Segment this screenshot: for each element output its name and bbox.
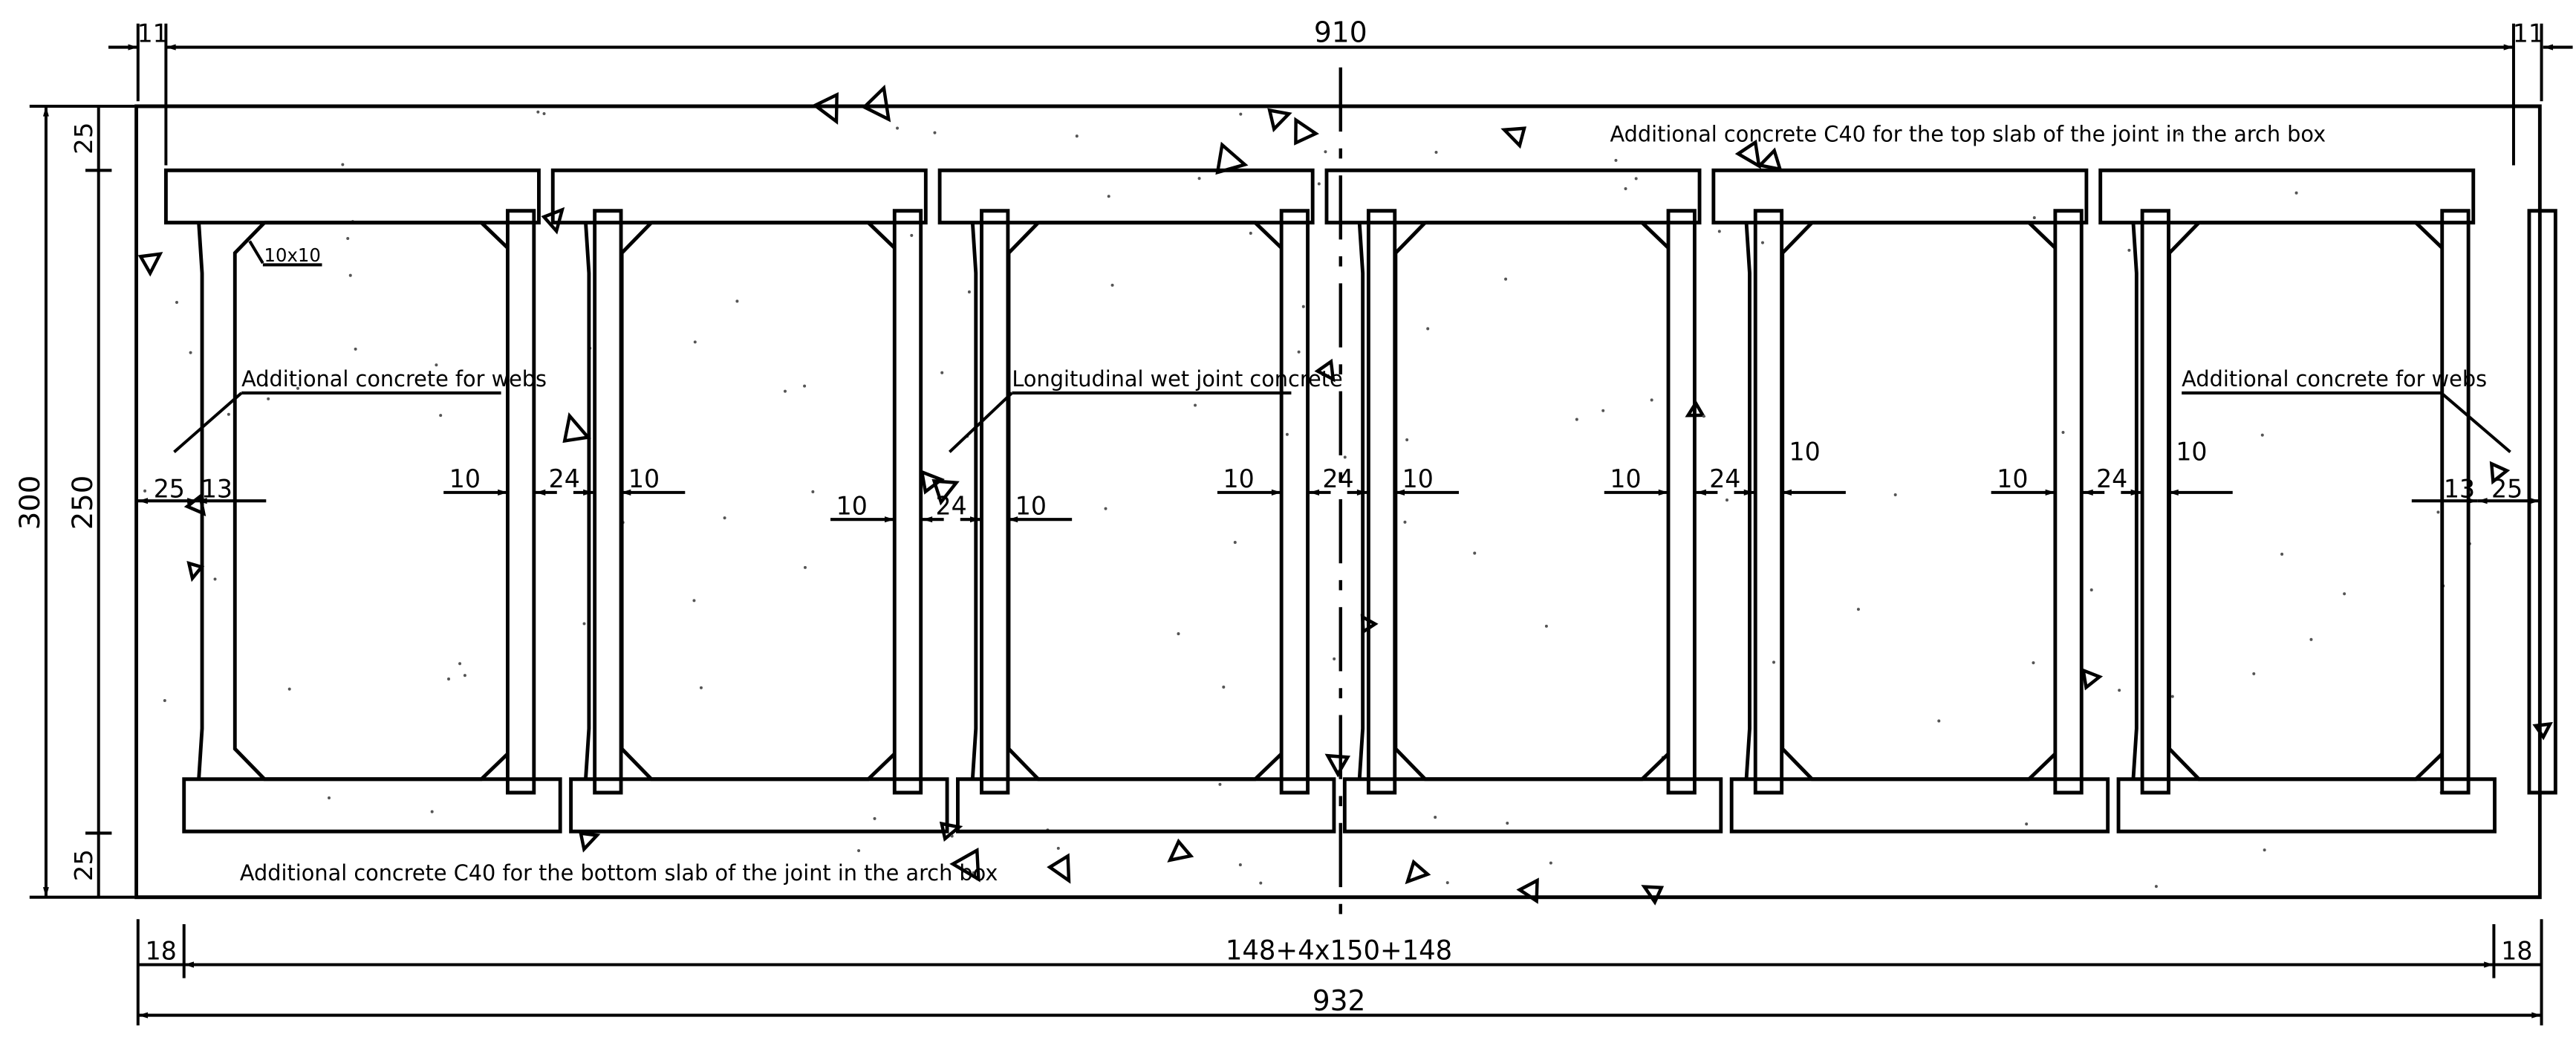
dim-chamfer: 10x10 [264,244,321,266]
dim-wet-joint-width: 24 [1322,464,1353,494]
dim-bottom-right-edge: 18 [2501,936,2532,966]
dim-web-thickness-right: 10 [628,464,660,494]
dim-wet-joint-width: 24 [2096,464,2127,494]
wet-joint-note: Longitudinal wet joint concrete [1012,366,1342,392]
dim-left-bottom: 25 [69,849,97,881]
top-slab-note: Additional concrete C40 for the top slab… [1610,121,2326,146]
annotation-texts: Additional concrete C40 for the top slab… [240,121,2487,886]
dim-web-thickness-left: 10 [1610,464,1641,494]
dim-top-left-edge: 11 [137,19,169,48]
dimension-texts: 910 11 11 300 25 250 25 148+4x150+148 18… [14,16,2544,1017]
dim-top-right-edge: 11 [2513,19,2544,48]
box-girders [163,168,2557,834]
dim-bottom-left-edge: 18 [146,936,177,966]
dim-web-thickness-left: 10 [449,464,481,494]
dimension-lines [29,23,2573,1026]
box-girder [163,168,623,834]
box-girder [1711,168,2170,834]
box-girder [937,168,1397,834]
dim-web-thickness-left: 10 [1997,464,2028,494]
dim-bottom-total: 932 [1313,984,1366,1017]
dim-joint-left-web: 25 [154,474,185,504]
dim-web-thickness-right: 10 [2176,437,2207,467]
dim-wet-joint-width: 24 [549,464,580,494]
dim-web-thickness-right: 10 [1015,491,1047,521]
dim-bottom-spacing: 148+4x150+148 [1226,935,1452,967]
dim-top-total: 910 [1314,16,1367,49]
web-note-left: Additional concrete for webs [241,366,547,392]
web-note-right: Additional concrete for webs [2182,366,2487,392]
dim-left-top: 25 [69,122,97,154]
joint-dimension-texts: 10 24 10 10 24 10 10 24 10 10 24 10 10 24 10 [449,437,2208,520]
dim-web-thickness-right: 10 [1789,437,1820,467]
dim-left-total: 300 [14,475,46,530]
box-girder [550,168,1010,834]
dim-wet-joint-width: 24 [935,491,966,521]
dim-web-thickness-left: 10 [836,491,868,521]
dim-joint-right-inner: 13 [2444,474,2475,504]
bottom-slab-note: Additional concrete C40 for the bottom s… [240,860,998,886]
box-girder [1324,168,1784,834]
box-girder [2098,168,2557,834]
dim-wet-joint-width: 24 [1709,464,1740,494]
dim-joint-left-inner: 13 [201,474,232,504]
dim-web-thickness-right: 10 [1402,464,1434,494]
dim-web-thickness-left: 10 [1223,464,1255,494]
dim-joint-right-web: 25 [2491,474,2523,504]
dim-left-middle: 250 [66,475,98,530]
